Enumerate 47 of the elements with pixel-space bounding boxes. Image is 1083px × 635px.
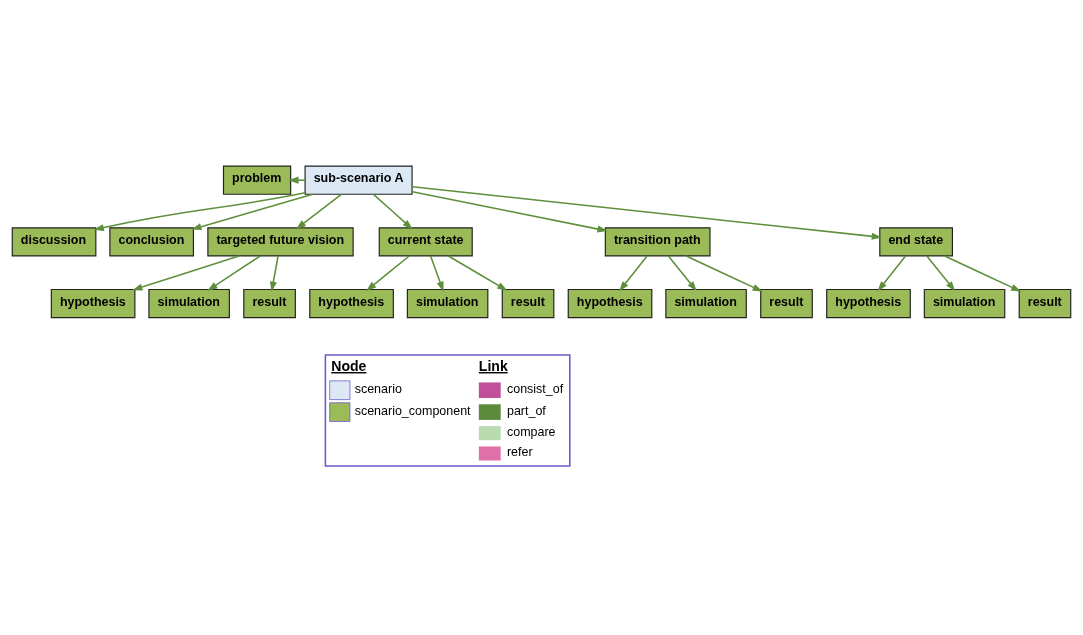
node-box: simulation — [406, 288, 489, 318]
legend-label: consist_of — [506, 381, 564, 396]
arrow — [619, 254, 648, 291]
node-box: result — [501, 288, 555, 318]
node-box: end state — [879, 226, 953, 256]
legend-label: refer — [506, 444, 533, 459]
node-box: hypothesis — [309, 288, 394, 318]
node-box: hypothesis — [50, 288, 136, 318]
node-box: discussion — [11, 226, 97, 256]
node-box: problem — [222, 165, 292, 195]
arrow — [685, 254, 763, 292]
node-box: sub-scenario A — [304, 165, 413, 195]
legend-label: compare — [506, 424, 556, 439]
arrow — [667, 254, 697, 291]
arrow — [207, 254, 261, 291]
arrow — [366, 254, 411, 291]
arrow — [93, 191, 306, 231]
arrow — [447, 254, 508, 291]
arrow — [411, 190, 608, 232]
node-box: simulation — [923, 288, 1006, 318]
arrow — [288, 176, 306, 184]
node-box: hypothesis — [567, 288, 653, 318]
label: Node — [331, 357, 367, 374]
node-box: result — [243, 288, 296, 318]
node-box: simulation — [665, 288, 747, 318]
legend-label: scenario — [354, 381, 402, 396]
arrow — [926, 254, 956, 291]
legend-label: scenario_component — [354, 403, 471, 418]
arrow — [132, 254, 240, 290]
node-box: conclusion — [109, 226, 194, 256]
arrow — [191, 193, 314, 230]
node-box: simulation — [148, 288, 230, 318]
node-box: transition path — [604, 226, 711, 256]
node-box: result — [1018, 288, 1072, 318]
arrow — [429, 254, 444, 292]
arrow — [943, 254, 1022, 292]
node-box: targeted future vision — [207, 226, 354, 256]
node-box: current state — [378, 226, 473, 256]
arrow — [269, 254, 279, 292]
node-box: result — [760, 288, 813, 318]
arrow — [295, 193, 343, 229]
label: Link — [478, 357, 508, 374]
arrow — [411, 185, 882, 240]
arrow — [372, 193, 413, 229]
arrow — [877, 254, 907, 291]
node-box: hypothesis — [826, 288, 911, 318]
legend-label: part_of — [506, 403, 546, 418]
